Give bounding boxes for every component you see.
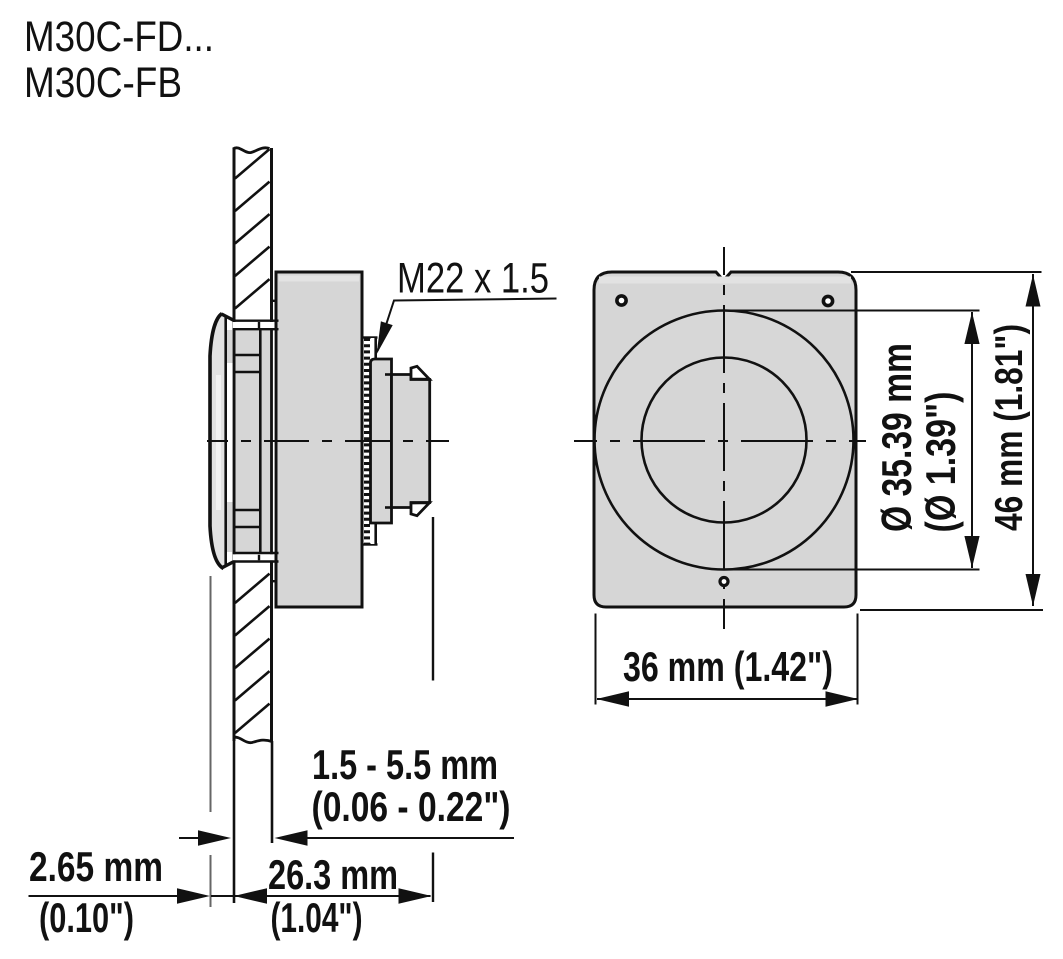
svg-text:(0.06 - 0.22"): (0.06 - 0.22")	[312, 783, 511, 830]
svg-text:26.3 mm: 26.3 mm	[268, 851, 398, 898]
svg-text:1.5 - 5.5 mm: 1.5 - 5.5 mm	[312, 741, 498, 788]
svg-text:M30C-FB: M30C-FB	[24, 59, 182, 107]
svg-text:(1.04"): (1.04")	[271, 894, 363, 941]
svg-text:2.65 mm: 2.65 mm	[29, 843, 163, 890]
svg-text:Ø 35.39 mm: Ø 35.39 mm	[873, 343, 920, 532]
svg-text:M22 x 1.5: M22 x 1.5	[397, 255, 549, 303]
svg-text:36 mm (1.42"): 36 mm (1.42")	[623, 643, 833, 690]
svg-text:(Ø 1.39"): (Ø 1.39")	[917, 392, 964, 533]
svg-text:M30C-FD...: M30C-FD...	[24, 13, 214, 61]
svg-text:46 mm (1.81"): 46 mm (1.81")	[988, 324, 1031, 531]
svg-text:(0.10"): (0.10")	[39, 894, 134, 941]
